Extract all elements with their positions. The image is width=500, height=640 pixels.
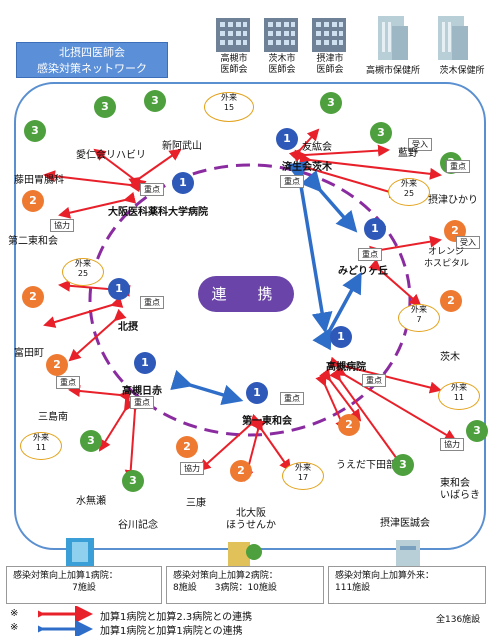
total-count: 全136施設 [436,615,481,625]
hospital-osaka-medical: 大阪医科薬科大学病院 [108,207,208,218]
title-line2: 感染対策ネットワーク [37,62,147,75]
cooperation-tag: 協力 [180,462,204,475]
health-center-label-takatsuki: 高槻市保健所 [365,66,420,76]
priority-tag: 重点 [446,160,470,173]
level1-hospital-icon [66,538,94,566]
hospital-fujita: 藤田胃腸科 [14,175,64,186]
legend-level2-3: 感染対策向上加算2病院：8施設 3病院：10施設 [166,566,324,604]
level3-badge: 3 [320,92,342,114]
priority-tag: 重点 [56,376,80,389]
entry-tag: 受入 [456,236,480,249]
level2-badge: 2 [440,290,462,312]
priority-tag: 重点 [358,248,382,261]
level3-badge: 3 [466,420,488,442]
hospital-aijinkai-rehab: 愛仁会リハビリ [76,150,146,161]
level2-badge: 2 [338,414,360,436]
hospital-aino: 藍野 [398,148,418,159]
level3-badge: 3 [144,90,166,112]
hospital-hokusetsu: 北摂 [118,322,138,333]
association-label-settsu: 摂津市医師会 [316,54,344,75]
level1-badge: 1 [330,326,352,348]
hospital-shinabuyama: 新阿武山 [162,141,202,152]
hospital-yukokai: 友紘会 [302,142,332,153]
medical-association-building-icon [216,18,250,52]
hospital-tondacho: 富田町 [14,348,44,359]
health-center-building-icon [378,16,408,60]
hospital-towakai-ibaraki: 東和会 いばらき [440,478,480,501]
hospital-daini-towakai: 第二東和会 [8,236,58,247]
medical-association-building-icon [312,18,346,52]
hospital-minase: 水無瀬 [76,496,106,507]
level2-badge: 2 [22,286,44,308]
cooperation-tag: 協力 [440,438,464,451]
network-title: 北摂四医師会 感染対策ネットワーク [16,42,168,78]
level2-badge: 2 [22,190,44,212]
level1-badge: 1 [246,382,268,404]
legend-arrows [38,606,93,636]
footnote-mark: ※ [10,608,19,619]
level1-badge: 1 [172,172,194,194]
level2-badge: 2 [230,460,252,482]
legend-outpatient: 感染対策向上加算外来：111施設 [328,566,486,604]
legend-icons [66,538,420,566]
level3-badge: 3 [392,454,414,476]
priority-tag: 重点 [362,374,386,387]
title-line1: 北摂四医師会 [59,46,125,59]
cooperation-tag: 協力 [50,219,74,232]
hospital-tanigawa: 谷川記念 [118,520,158,531]
level1-badge: 1 [276,128,298,150]
level3-badge: 3 [94,96,116,118]
level1-badge: 1 [134,352,156,374]
level3-badge: 3 [24,120,46,142]
priority-tag: 重点 [280,392,304,405]
level1-badge: 1 [364,218,386,240]
level2-hospital-icon [228,542,262,566]
level1-badge: 1 [108,278,130,300]
hospital-saiseikai-ibaraki: 済生会茨木 [282,162,332,173]
priority-tag: 重点 [140,296,164,309]
health-center-building-icon [438,16,468,60]
association-label-takatsuki: 高槻市医師会 [220,54,248,75]
hospital-settsu-hikari: 摂津ひかり [428,195,478,206]
legend-level1: 感染対策向上加算1病院：7施設 [6,566,162,604]
hospital-daiichi-towakai: 第一東和会 [242,416,292,427]
footnote-red: 加算1病院と加算2.3病院との連携 [100,612,253,623]
hospital-takatsuki: 高槻病院 [326,362,366,373]
medical-association-building-icon [264,18,298,52]
hospital-orange: オレンジ ホスピタル [424,247,470,269]
hospital-mishimaminami: 三島南 [38,412,68,423]
footnote-mark: ※ [10,622,19,633]
outpatient-clinic-icon [396,540,420,566]
level3-badge: 3 [80,430,102,452]
health-center-label-ibaraki: 茨木保健所 [439,66,485,76]
hospital-midorigaoka: みどりヶ丘 [338,266,388,277]
association-label-ibaraki: 茨木市医師会 [268,54,296,75]
header-building-icons [216,16,468,60]
hospital-settsu-iseikai: 摂津医誠会 [380,518,430,529]
priority-tag: 重点 [130,396,154,409]
level2-badge: 2 [46,354,68,376]
priority-tag: 重点 [280,175,304,188]
level2-badge: 2 [176,436,198,458]
hospital-ibaraki: 茨木 [440,352,460,363]
collaboration-label: 連 携 [198,276,294,312]
hospital-kitaosaka-housenka: 北大阪 ほうせんか [226,508,276,531]
level3-badge: 3 [122,470,144,492]
level3-badge: 3 [370,122,392,144]
hospital-ueda-shimotabe: うえだ下田部 [336,460,396,471]
entry-tag: 受入 [408,138,432,151]
priority-tag: 重点 [140,183,164,196]
hospital-takatsuki-redcross: 高槻日赤 [122,386,162,397]
hospital-sanko: 三康 [186,498,206,509]
footnote-blue: 加算1病院と加算1病院との連携 [100,626,243,637]
